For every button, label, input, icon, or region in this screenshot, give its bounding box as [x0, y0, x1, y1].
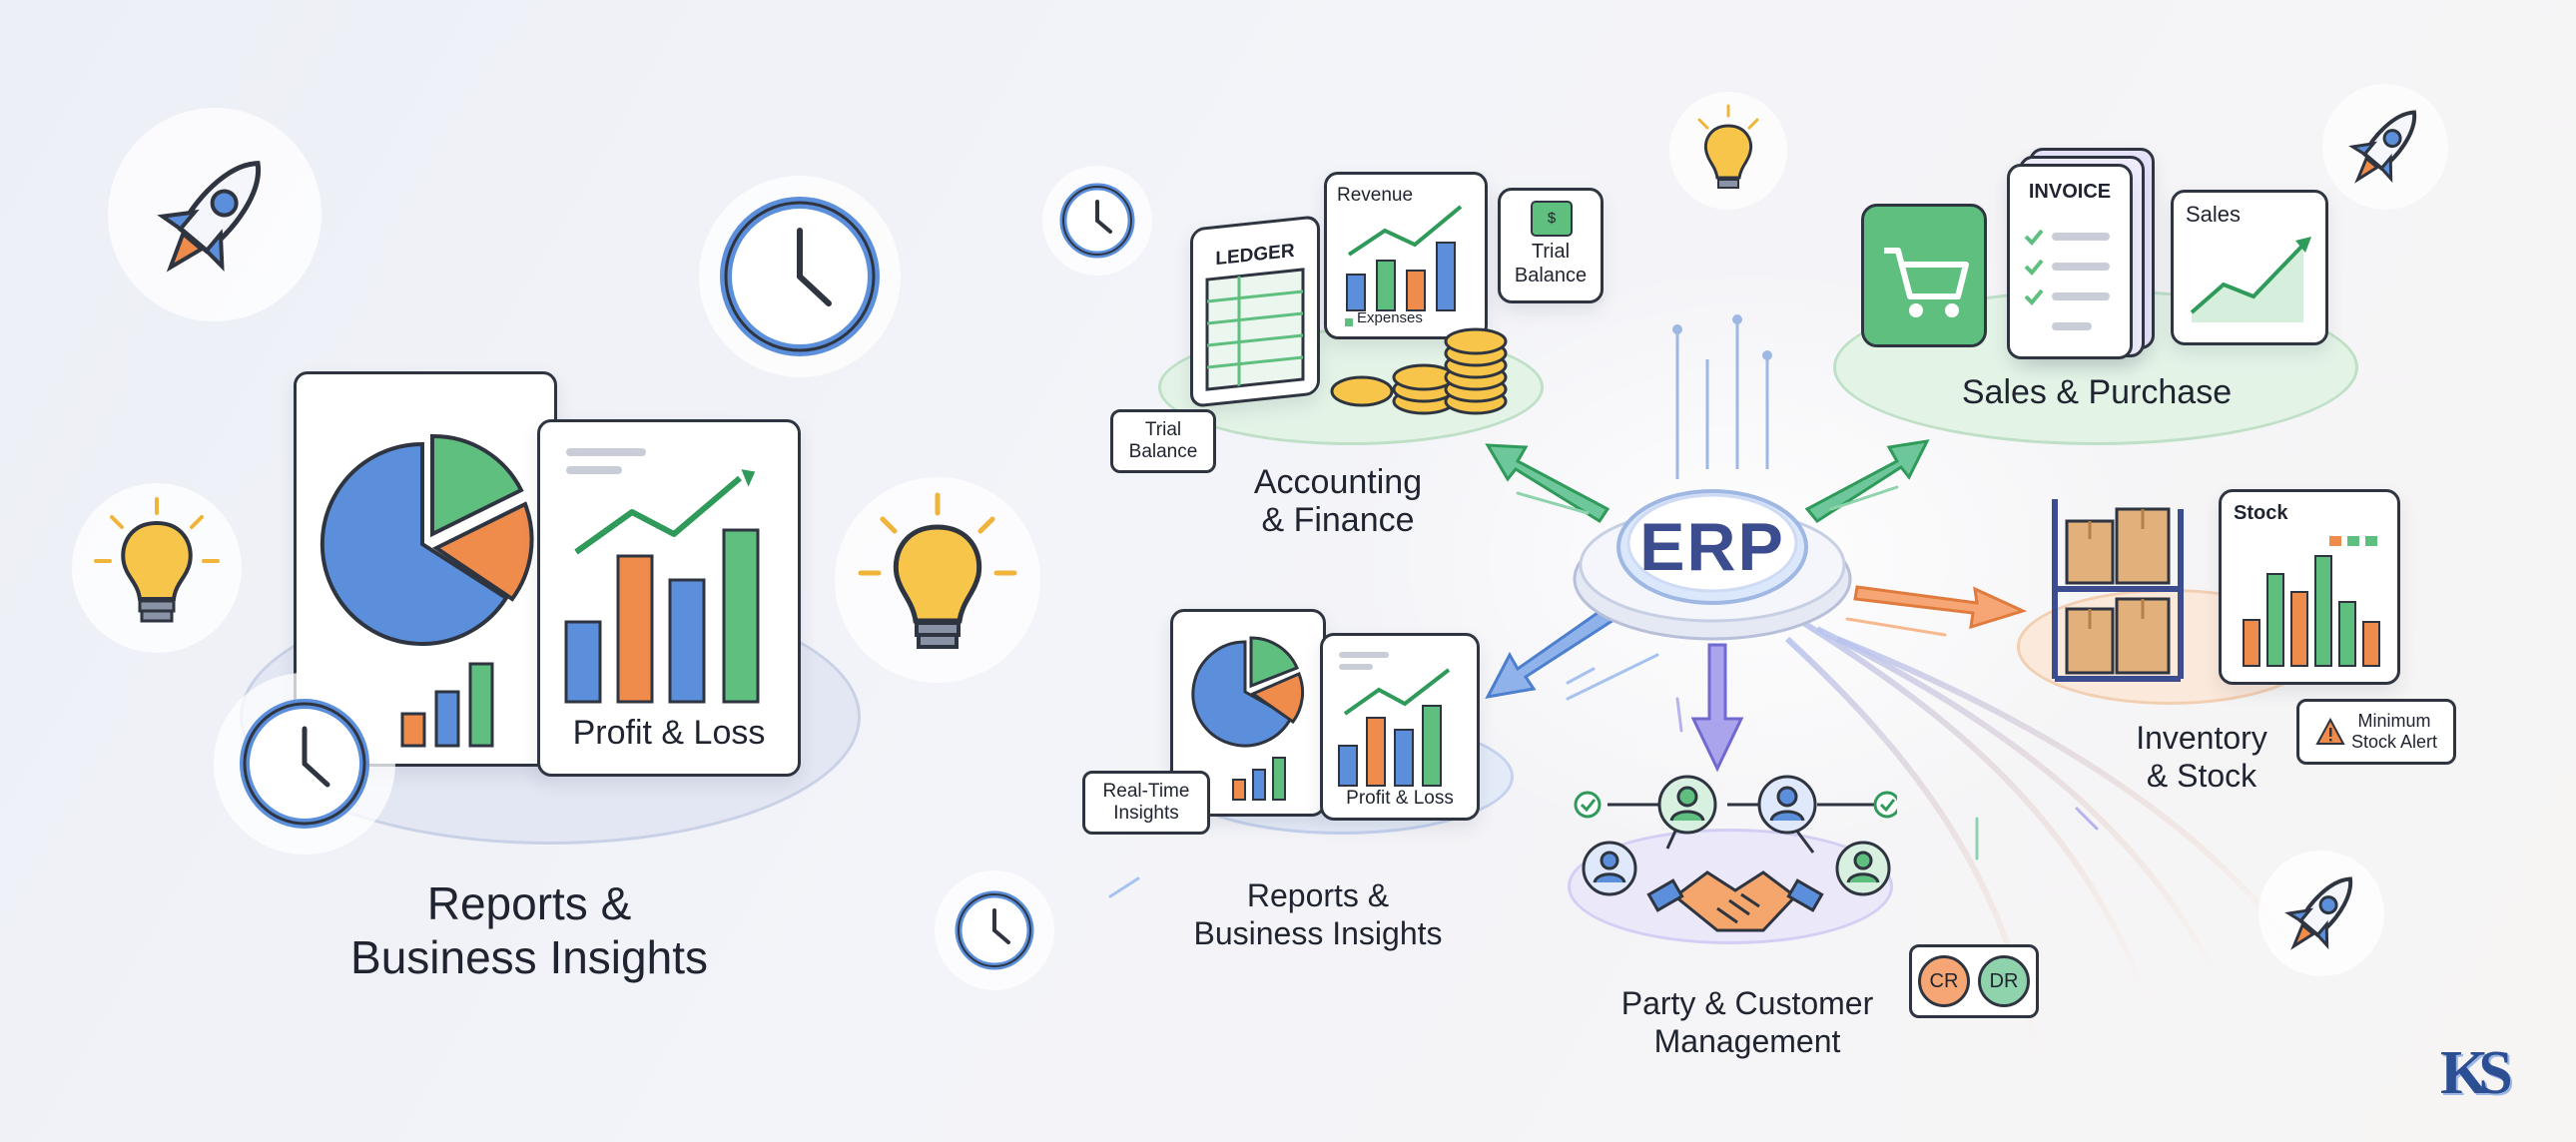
alert-line2: Stock Alert	[2350, 732, 2438, 752]
lightbulb-icon	[1669, 92, 1787, 210]
left-panel: Profit & Loss Reports & Business Insight…	[0, 0, 1040, 1142]
arrow-to-party	[1690, 643, 1744, 773]
coins-icon	[1330, 327, 1508, 415]
reports-title-line2: Business Insights	[1193, 915, 1443, 951]
rocket-icon	[108, 108, 322, 321]
stock-label: Stock	[2234, 502, 2288, 524]
realtime-line1: Real-Time	[1102, 781, 1190, 803]
left-panel-title-line1: Reports &	[426, 877, 632, 929]
ks-logo-text: KS	[2440, 1039, 2513, 1107]
erp-hub[interactable]: ERP	[1568, 469, 1857, 669]
realtime-line2: Insights	[1113, 803, 1179, 824]
ledger-book: LEDGER	[1190, 215, 1320, 408]
reports-title-line1: Reports &	[1246, 877, 1390, 913]
inventory-title-line1: Inventory	[2136, 720, 2267, 756]
trial-balance-card-line2: Balance	[1514, 265, 1588, 286]
left-panel-title-line2: Business Insights	[350, 931, 708, 983]
clock-icon	[1042, 166, 1152, 276]
reports-profit-label: Profit & Loss	[1346, 788, 1454, 809]
cr-dr-tag: CR DR	[1909, 944, 2039, 1018]
sales-label: Sales	[2186, 202, 2242, 227]
sales-title: Sales & Purchase	[1961, 373, 2233, 411]
arrow-to-reports	[1485, 596, 1630, 699]
trial-balance-card-line1: Trial	[1531, 241, 1571, 263]
invoice-card: INVOICE	[2007, 164, 2133, 359]
lightbulb-icon	[835, 477, 1040, 683]
alert-line1: Minimum	[2357, 711, 2431, 732]
clock-icon	[214, 673, 395, 855]
accounting-title-line2: & Finance	[1261, 501, 1415, 539]
minimum-stock-alert: Minimum Stock Alert	[2296, 699, 2456, 765]
rocket-icon	[2322, 84, 2448, 210]
boxes-icon	[2052, 499, 2184, 682]
stock-chart-card: Stock	[2219, 489, 2400, 685]
arrow-to-sales	[1804, 439, 1930, 523]
user-icon	[1582, 775, 1891, 896]
realtime-insights-tag: Real-Time Insights	[1082, 771, 1210, 835]
clock-icon	[699, 176, 901, 377]
clock-icon	[935, 870, 1054, 990]
trial-balance-tag-line1: Trial	[1144, 419, 1182, 441]
party-title-line2: Management	[1653, 1023, 1841, 1059]
arrow-to-inventory	[1853, 585, 2028, 630]
invoice-label: INVOICE	[2028, 181, 2112, 203]
trial-balance-tag-line2: Balance	[1128, 441, 1198, 462]
reports-profit-card: Profit & Loss	[1320, 633, 1480, 821]
sales-chart-card: Sales	[2171, 190, 2328, 345]
ks-logo: KS	[2440, 1038, 2526, 1118]
handshake-icon	[1646, 870, 1824, 932]
accounting-title-line1: Accounting	[1253, 463, 1423, 501]
party-network	[1574, 775, 1897, 932]
profit-loss-card: Profit & Loss	[537, 419, 801, 777]
party-title-line1: Party & Customer	[1620, 985, 1874, 1021]
trial-balance-card: $ Trial Balance	[1498, 188, 1604, 303]
cr-badge: CR	[1918, 955, 1970, 1007]
invoice-stack: INVOICE	[2007, 148, 2157, 359]
profit-loss-label: Profit & Loss	[572, 714, 766, 752]
erp-label: ERP	[1639, 509, 1785, 585]
expenses-label: Expenses	[1357, 309, 1423, 326]
dr-badge: DR	[1978, 955, 2030, 1007]
revenue-label: Revenue	[1337, 185, 1414, 206]
inventory-title-line2: & Stock	[2146, 758, 2257, 794]
rocket-icon	[2258, 851, 2384, 976]
warning-icon	[2315, 718, 2345, 745]
currency-icon: $	[1531, 201, 1573, 237]
shopping-cart-icon	[1861, 204, 1987, 347]
lightbulb-icon	[72, 483, 242, 653]
revenue-card: Revenue Expenses	[1324, 172, 1488, 339]
trial-balance-tag: Trial Balance	[1110, 409, 1216, 473]
